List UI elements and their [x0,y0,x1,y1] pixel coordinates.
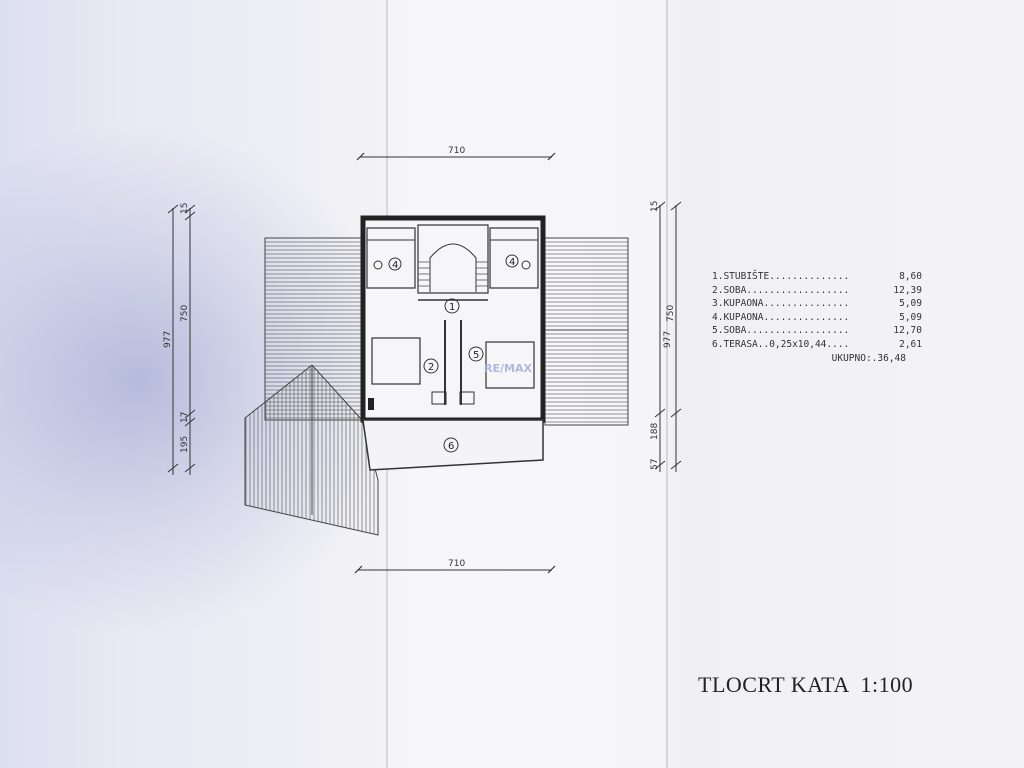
legend-row: 6.TERASA..0,25x10,44....2,61 [712,338,922,350]
room-number-5: 5 [473,350,479,361]
room-number-1: 1 [449,302,455,313]
legend-row: 3.KUPAONA...............5,09 [712,298,922,310]
legend-row: 5.SOBA..................12,70 [712,325,922,337]
room-labels: 1 2 4 4 5 6 [388,254,519,453]
room-number-4-left: 4 [392,260,398,271]
room-number-6: 6 [448,441,454,452]
right-roof [544,237,629,426]
right-small-label: 57 [650,459,660,470]
left-terrace-label: 195 [180,436,190,453]
right-terrace-label: 188 [650,423,660,440]
legend-row: 1.STUBIŠTE..............8,60 [712,271,922,282]
legend-row: 2.SOBA..................12,39 [712,284,922,296]
legend-total: UKUPNO:.36,48 [831,352,906,364]
legend-row: 4.KUPAONA...............5,09 [712,311,922,323]
right-top-label: 15 [650,201,660,212]
right-main-label: 750 [666,305,676,322]
left-main-label: 750 [180,305,190,322]
drawing-title: TLOCRT KATA 1:100 [698,672,914,697]
bottom-width-label: 710 [448,559,465,569]
building-walls [360,215,546,471]
right-total-label: 977 [663,331,673,348]
bottom-dimension: 710 [354,559,556,574]
top-width-label: 710 [448,146,465,156]
right-dimension: 15 750 977 188 57 [650,201,682,472]
left-dimension: 977 750 17 195 15 [163,203,196,475]
remax-watermark: RE/MAX [484,362,532,375]
left-roof [244,237,379,536]
room-number-2: 2 [428,362,434,373]
paper-fold-right [666,0,668,768]
left-gap-label: 17 [180,412,190,423]
left-top-label: 15 [180,203,190,214]
room-area-legend: 1.STUBIŠTE..............8,60 2.SOBA.....… [712,270,922,365]
left-total-label: 977 [163,331,173,348]
room-number-4-right: 4 [509,257,515,268]
top-dimension: 710 [356,146,556,161]
